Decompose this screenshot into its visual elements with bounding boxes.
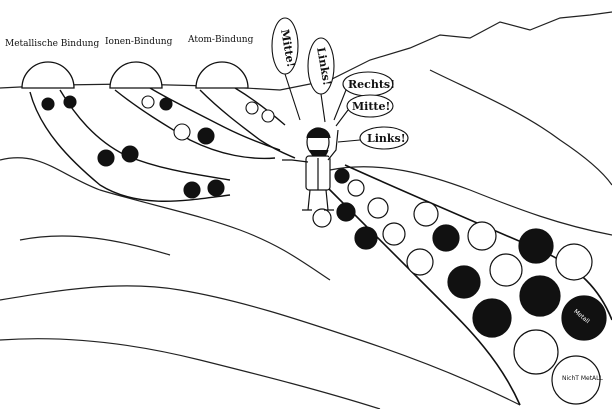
main-chute-balls (312, 168, 607, 405)
bubble-links (359, 126, 409, 150)
speech-bubbles (271, 17, 409, 150)
ball-white (312, 208, 332, 228)
ball-black (472, 298, 512, 338)
ball-black (41, 97, 55, 111)
label-atomic: Atom-Bindung (187, 35, 254, 45)
ball-white (245, 101, 259, 115)
ball-black (519, 275, 561, 317)
man-legs (307, 189, 329, 211)
ball-black (63, 95, 77, 109)
ball-black (447, 265, 481, 299)
ball-white (467, 221, 497, 251)
bubble-text-links: Links! (367, 132, 406, 145)
ball-white (261, 109, 275, 123)
metallic-dome (21, 61, 75, 89)
label-metallic: Metallische Bindung (5, 39, 99, 49)
ball-black (197, 127, 215, 145)
ball-white (367, 197, 389, 219)
background-landscape (0, 11, 612, 409)
atomic-dome (195, 61, 249, 89)
bubble-text-mitte: Mitte! (352, 100, 390, 113)
ball-label-nicht-metall: NichT MetALL (562, 375, 603, 382)
ball-white (406, 248, 434, 276)
ionic-chute (114, 87, 281, 160)
ionic-dome (109, 61, 163, 89)
ball-black (432, 224, 460, 252)
ball-black (121, 145, 139, 163)
man-arm-pointing (282, 159, 309, 163)
ball-black (183, 181, 201, 199)
man-figure (282, 127, 339, 211)
source-domes (21, 61, 249, 89)
ball-white (513, 329, 559, 375)
ball-black (518, 228, 554, 264)
ball-black (159, 97, 173, 111)
man-hair (306, 127, 331, 139)
ball-black (334, 168, 350, 184)
ball-white (382, 222, 406, 246)
man-arm-raised (327, 129, 339, 161)
ball-black-metall (561, 295, 607, 341)
ball-white-nichtmetall (551, 355, 601, 405)
ball-white (413, 201, 439, 227)
ball-white (173, 123, 191, 141)
chute-balls (41, 95, 275, 199)
ball-white (555, 243, 593, 281)
label-ionic: Ionen-Bindung (105, 37, 173, 47)
ball-white (489, 253, 523, 287)
ball-black (207, 179, 225, 197)
ball-black (336, 202, 356, 222)
atomic-chute (199, 87, 296, 159)
ball-white (347, 179, 365, 197)
ball-white (141, 95, 155, 109)
ball-black (354, 226, 378, 250)
bubble-mitte (346, 94, 394, 118)
ball-black (97, 149, 115, 167)
bubble-text-rechts: Rechts! (348, 78, 395, 91)
